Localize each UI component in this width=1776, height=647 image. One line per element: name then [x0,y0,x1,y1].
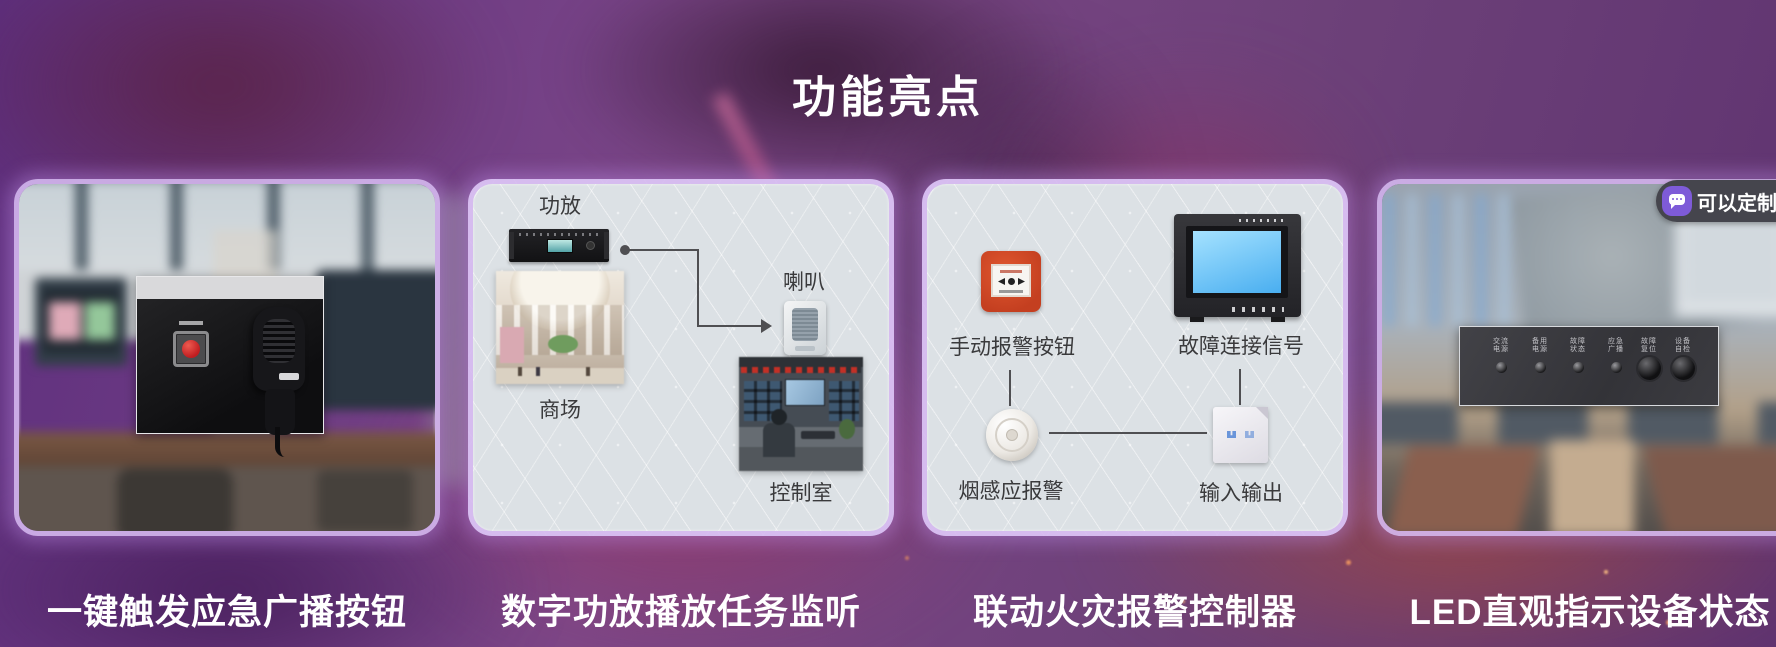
microphone-grille [263,319,295,363]
connector-line [625,249,699,251]
control-room-photo [739,357,863,471]
fire-spark [905,556,909,560]
indicator-backup-power: 备用电源 [1523,338,1557,373]
mall-photo [496,271,624,384]
page-title: 功能亮点 [792,73,984,123]
red-button-cap [182,340,200,358]
fire-spark [1346,560,1351,565]
connector-line [1239,369,1241,405]
round-button-icon [1637,357,1661,380]
arrow-right-icon [761,319,772,333]
caption-led-status: LED直观指示设备状态 [1409,593,1771,632]
microphone-cable [275,427,285,457]
caption-amplifier-monitoring: 数字功放播放任务监听 [500,593,861,632]
led-icon [1534,362,1546,373]
emergency-red-button [173,331,209,367]
label-mall: 商场 [539,399,581,422]
fire-alarm-controller-device [1174,214,1301,322]
label-speaker: 喇叭 [783,271,825,294]
label-smoke-alarm: 烟感应报警 [958,480,1064,503]
microphone-label-tag [279,373,299,380]
amplifier-device [509,229,609,262]
io-module [1213,407,1268,463]
caption-emergency-button: 一键触发应急广播按钮 [46,593,407,632]
led-icon [1495,362,1507,373]
wall-speaker [784,301,826,355]
connector-line [697,325,761,327]
card-led-status: 交流电源 备用电源 故障状态 应急广播 故障复位 设备自检 [1377,179,1776,536]
connector-line [697,249,699,327]
chat-widget-label: 可以定制方 [1697,192,1776,215]
smoke-detector [986,409,1038,461]
chat-widget[interactable]: 可以定制方 [1656,180,1776,222]
indicator-self-test-button: 设备自检 [1666,338,1700,380]
indicator-ac-power: 交流电源 [1484,338,1518,373]
connector-line [1049,432,1207,434]
indicator-emergency-broadcast: 应急广播 [1599,338,1633,373]
device-panel [137,299,323,457]
emergency-button-inset-photo [136,276,324,457]
round-button-icon [1671,357,1695,380]
manual-alarm-button [981,251,1041,312]
card-emergency-button [14,179,440,536]
card-fire-alarm-controller: 手动报警按钮 故障连接信号 烟感应报警 输入输出 [922,179,1348,536]
fire-spark [1604,570,1608,574]
chat-bubble-icon [1662,186,1692,216]
label-io: 输入输出 [1199,482,1283,505]
fire-spark [1666,620,1671,625]
card-amplifier-monitoring: 功放 商场 喇叭 控制室 [468,179,894,536]
label-control-room: 控制室 [769,482,833,505]
fire-spark [1524,608,1530,614]
label-fault-signal: 故障连接信号 [1178,335,1304,358]
fire-spark [1182,600,1185,603]
led-icon [1572,362,1584,373]
led-icon [1610,362,1622,373]
microphone-icon [253,307,305,391]
indicator-fault-reset-button: 故障复位 [1632,338,1666,380]
caption-fire-alarm-controller: 联动火灾报警控制器 [972,593,1297,632]
led-indicator-panel: 交流电源 备用电源 故障状态 应急广播 故障复位 设备自检 [1459,326,1719,406]
indicator-fault-status: 故障状态 [1561,338,1595,373]
button-label-tag [179,321,203,325]
label-amplifier: 功放 [539,195,581,218]
label-manual-alarm: 手动报警按钮 [949,336,1075,359]
connector-line [1009,370,1011,406]
